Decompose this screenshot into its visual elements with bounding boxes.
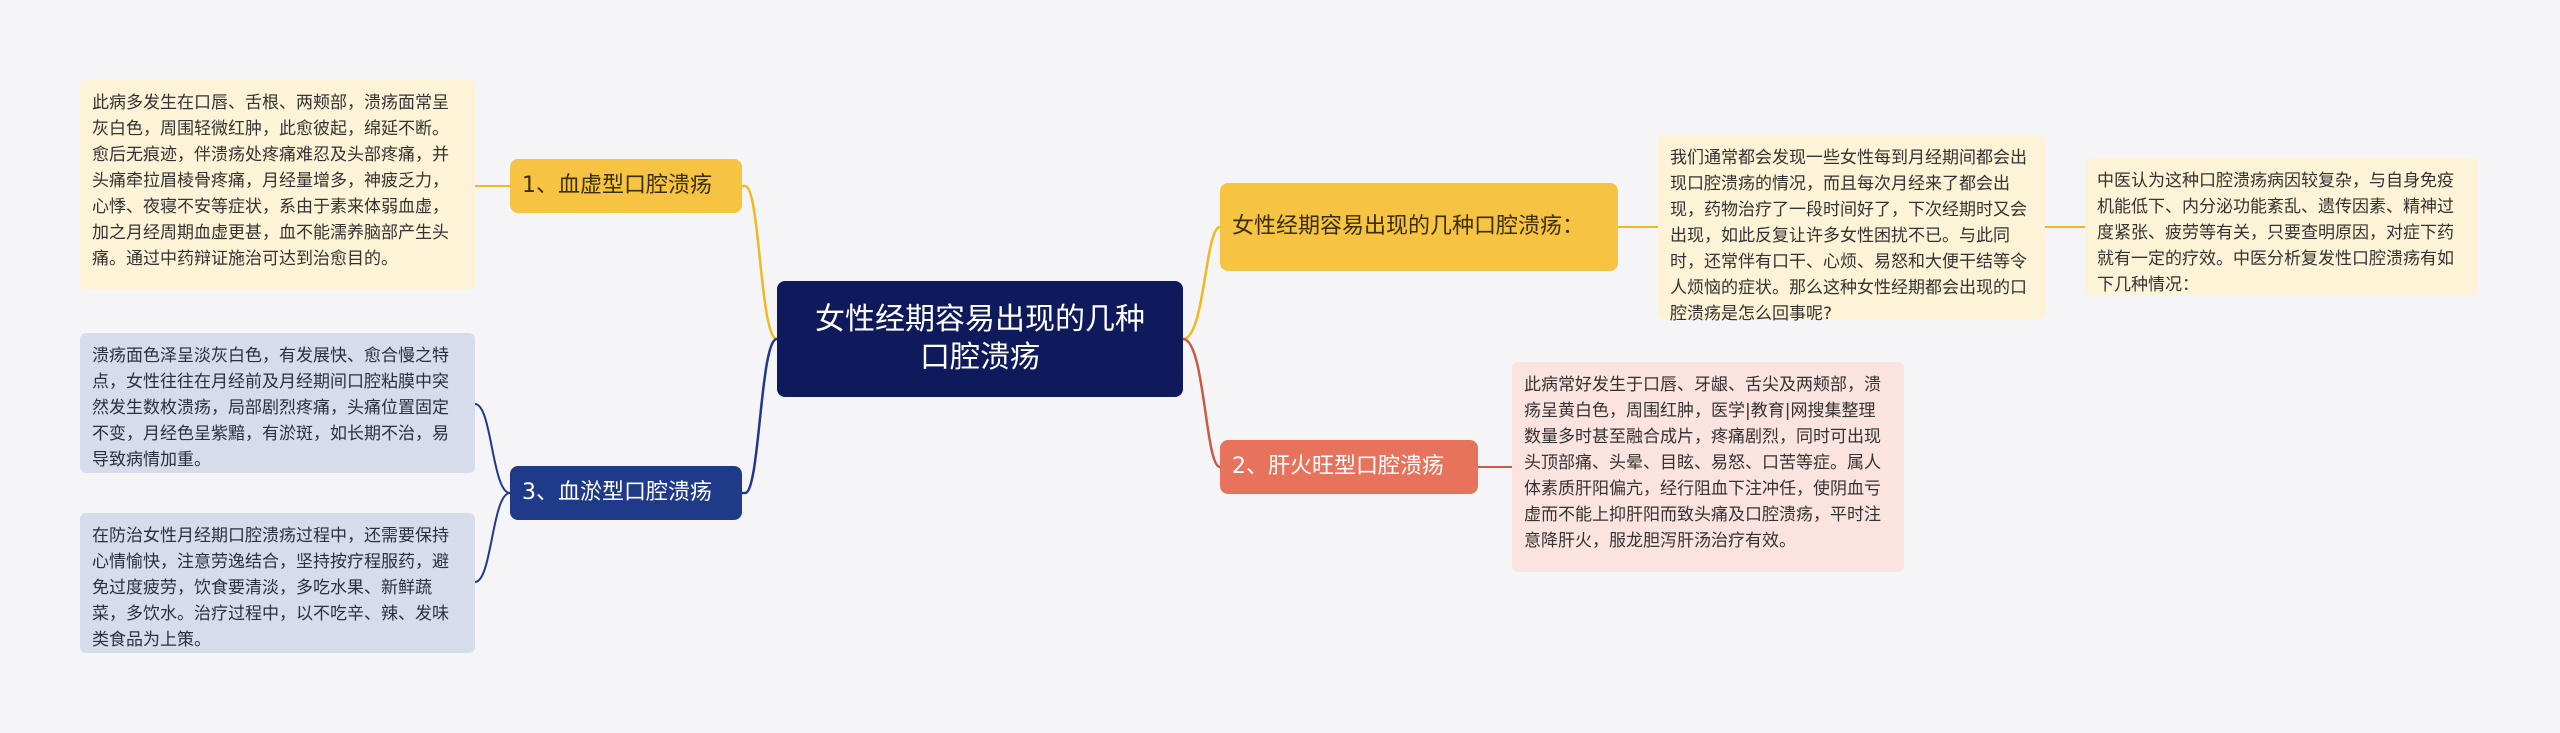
branch-intro[interactable]: 女性经期容易出现的几种口腔溃疡： — [1220, 183, 1618, 271]
branch-intro-label: 女性经期容易出现的几种口腔溃疡： — [1232, 214, 1585, 239]
leaf-liver-fire-text: 此病常好发生于口唇、牙龈、舌尖及两颊部，溃疡呈黄白色，周围红肿，医学|教育|网搜… — [1524, 375, 1881, 551]
link-root-b3 — [740, 337, 778, 495]
leaf-blood-stasis-prevention[interactable]: 在防治女性月经期口腔溃疡过程中，还需要保持心情愉快，注意劳逸结合，坚持按疗程服药… — [80, 513, 475, 653]
branch-blood-deficiency-label: 1、血虚型口腔溃疡 — [522, 173, 712, 198]
link-root-b2 — [1182, 337, 1221, 469]
link-b3-leaf-a — [474, 403, 511, 494]
link-root-b1 — [740, 184, 778, 341]
leaf-blood-stasis-symptoms-text: 溃疡面色泽呈淡灰白色，有发展快、愈合慢之特点，女性往往在月经前及月经期间口腔粘膜… — [92, 346, 449, 470]
link-b3-leaf-b — [474, 492, 511, 583]
leaf-liver-fire[interactable]: 此病常好发生于口唇、牙龈、舌尖及两颊部，溃疡呈黄白色，周围红肿，医学|教育|网搜… — [1512, 362, 1904, 572]
leaf-intro[interactable]: 我们通常都会发现一些女性每到月经期间都会出现口腔溃疡的情况，而且每次月经来了都会… — [1658, 135, 2045, 324]
leaf-intro-tcm-text: 中医认为这种口腔溃疡病因较复杂，与自身免疫机能低下、内分泌功能紊乱、遗传因素、精… — [2097, 171, 2454, 295]
leaf-blood-deficiency[interactable]: 此病多发生在口唇、舌根、两颊部，溃疡面常呈灰白色，周围轻微红肿，此愈彼起，绵延不… — [80, 80, 475, 290]
root-topic-label: 女性经期容易出现的几种口腔溃疡 — [815, 302, 1145, 375]
branch-blood-deficiency[interactable]: 1、血虚型口腔溃疡 — [510, 159, 742, 213]
branch-liver-fire[interactable]: 2、肝火旺型口腔溃疡 — [1220, 440, 1478, 494]
branch-blood-stasis[interactable]: 3、血淤型口腔溃疡 — [510, 466, 742, 520]
leaf-intro-tcm[interactable]: 中医认为这种口腔溃疡病因较复杂，与自身免疫机能低下、内分泌功能紊乱、遗传因素、精… — [2085, 158, 2477, 296]
leaf-blood-stasis-prevention-text: 在防治女性月经期口腔溃疡过程中，还需要保持心情愉快，注意劳逸结合，坚持按疗程服药… — [92, 526, 449, 650]
branch-liver-fire-label: 2、肝火旺型口腔溃疡 — [1232, 454, 1444, 479]
branch-blood-stasis-label: 3、血淤型口腔溃疡 — [522, 480, 712, 505]
root-topic[interactable]: 女性经期容易出现的几种口腔溃疡 — [777, 281, 1183, 397]
leaf-intro-text: 我们通常都会发现一些女性每到月经期间都会出现口腔溃疡的情况，而且每次月经来了都会… — [1670, 148, 2027, 324]
leaf-blood-stasis-symptoms[interactable]: 溃疡面色泽呈淡灰白色，有发展快、愈合慢之特点，女性往往在月经前及月经期间口腔粘膜… — [80, 333, 475, 473]
leaf-blood-deficiency-text: 此病多发生在口唇、舌根、两颊部，溃疡面常呈灰白色，周围轻微红肿，此愈彼起，绵延不… — [92, 93, 449, 269]
link-root-intro — [1182, 225, 1221, 341]
